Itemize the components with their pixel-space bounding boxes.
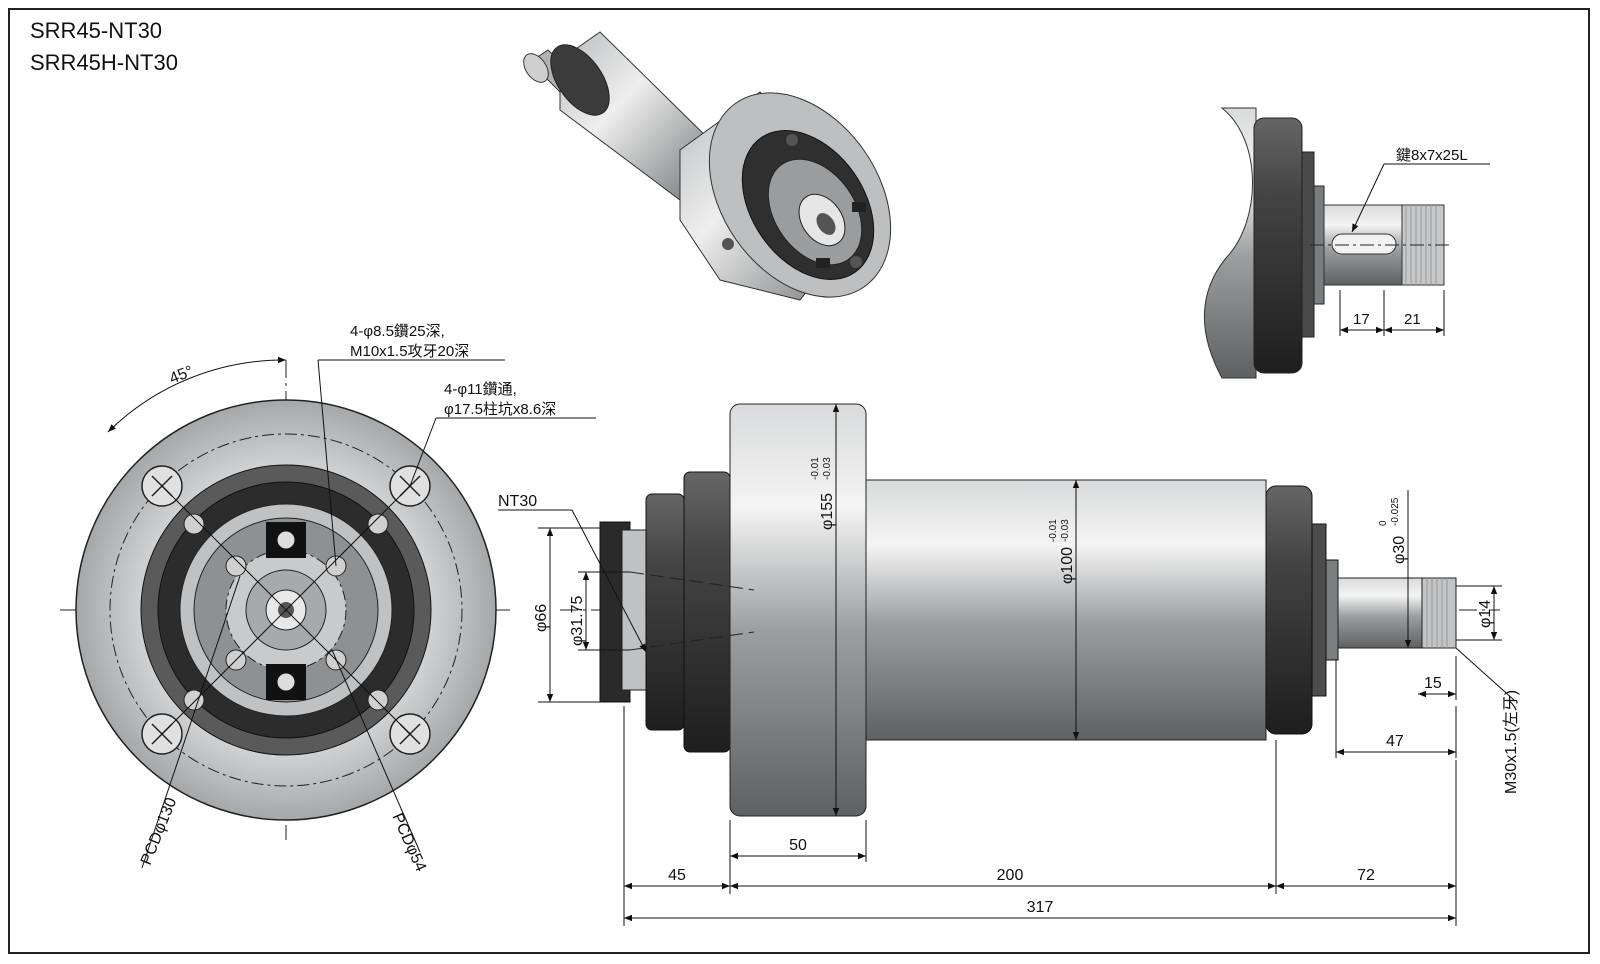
dim-50: 50 [789,837,807,854]
dim-47: 47 [1386,733,1404,750]
dim-317: 317 [1027,899,1054,916]
drawing-frame [8,8,1590,954]
dim-d100: φ100 [1059,547,1076,584]
dim-d30-tol-upper: 0 [1378,520,1389,526]
hole-note-2-line2: φ17.5柱坑x8.6深 [444,401,556,418]
dim-45: 45 [668,867,686,884]
dim-d100-tol-upper: -0.01 [1048,519,1059,542]
dim-21: 21 [1404,311,1421,328]
dim-d30: φ30 [1391,536,1408,564]
dim-17: 17 [1353,311,1370,328]
dim-200: 200 [997,867,1024,884]
key-detail-view: 鍵8x7x25L 17 21 [1204,107,1490,379]
dim-d100-tol-lower: -0.03 [1060,519,1071,542]
angle-label: 45° [167,363,196,388]
nose-label: NT30 [498,493,537,510]
hole-note-2-line1: 4-φ11鑽通, [444,381,517,398]
dim-15: 15 [1424,675,1442,692]
hole-note-1-line2: M10x1.5攻牙20深 [350,343,469,360]
dim-d66: φ66 [533,604,550,632]
dim-d3175: φ31.75 [569,595,586,646]
dim-d155: φ155 [819,493,836,530]
dim-d30-tol-lower: -0.025 [1390,497,1401,526]
dim-d155-tol-upper: -0.01 [810,457,821,480]
model-title-1: SRR45-NT30 [30,18,163,43]
side-view: NT30 φ66 φ31.75 φ155 -0.01 -0.03 φ100 -0… [498,403,1520,926]
pcd-outer-label: PCDφ130 [138,795,180,867]
hole-note-1-line1: 4-φ8.5鑽25深, [350,323,445,340]
pcd-inner-label: PCDφ54 [388,811,429,875]
key-label: 鍵8x7x25L [1396,147,1468,164]
dim-d155-tol-lower: -0.03 [822,457,833,480]
front-view: 45° PCDφ130 PCDφ54 4-φ8.5鑽25深, M10x1.5攻牙… [60,323,596,874]
dim-72: 72 [1357,867,1375,884]
model-title-2: SRR45H-NT30 [30,50,178,75]
isometric-view [523,31,892,301]
thread-label: M30x1.5(左牙) [1502,690,1520,794]
dim-d14: φ14 [1477,600,1494,628]
